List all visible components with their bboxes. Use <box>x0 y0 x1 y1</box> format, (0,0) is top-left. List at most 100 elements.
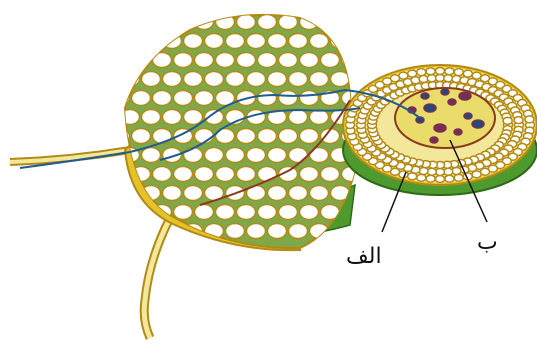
parenchyma-cell <box>247 148 266 163</box>
parenchyma-cell <box>174 53 193 68</box>
parenchyma-cell <box>195 205 214 220</box>
cortex-ring-cell <box>503 117 512 124</box>
parenchyma-cell <box>268 186 287 201</box>
parenchyma-cell <box>132 91 151 106</box>
parenchyma-cell <box>352 34 371 49</box>
parenchyma-cell <box>132 15 151 30</box>
vascular-cell <box>454 129 462 135</box>
parenchyma-cell <box>268 34 287 49</box>
parenchyma-cell <box>247 224 266 239</box>
parenchyma-cell <box>142 72 161 87</box>
parenchyma-cell <box>121 34 140 49</box>
parenchyma-cell <box>111 167 130 182</box>
parenchyma-cell <box>300 129 319 144</box>
parenchyma-cell <box>205 34 224 49</box>
cortex-ring-cell <box>417 174 426 181</box>
vascular-cell <box>464 113 472 119</box>
parenchyma-cell <box>258 91 277 106</box>
parenchyma-cell <box>237 205 256 220</box>
parenchyma-cell <box>289 34 308 49</box>
parenchyma-cell <box>195 91 214 106</box>
parenchyma-cell <box>310 72 329 87</box>
parenchyma-cell <box>331 72 350 87</box>
parenchyma-cell <box>195 53 214 68</box>
parenchyma-cell <box>174 167 193 182</box>
parenchyma-cell <box>132 129 151 144</box>
parenchyma-cell <box>174 205 193 220</box>
parenchyma-cell <box>111 53 130 68</box>
vascular-cell <box>472 120 484 128</box>
parenchyma-cell <box>310 34 329 49</box>
parenchyma-cell <box>226 224 245 239</box>
parenchyma-cell <box>237 167 256 182</box>
parenchyma-cell <box>289 186 308 201</box>
parenchyma-cell <box>247 34 266 49</box>
parenchyma-cell <box>321 53 340 68</box>
cortex-ring-cell <box>426 68 435 75</box>
cortex-ring-cell <box>445 175 454 182</box>
cortex-ring-cell <box>454 69 463 76</box>
parenchyma-cell <box>268 224 287 239</box>
parenchyma-cell <box>174 91 193 106</box>
parenchyma-cell <box>163 186 182 201</box>
parenchyma-cell <box>321 167 340 182</box>
parenchyma-cell <box>121 110 140 125</box>
parenchyma-cell <box>300 91 319 106</box>
parenchyma-cell <box>184 186 203 201</box>
parenchyma-cell <box>300 205 319 220</box>
parenchyma-cell <box>153 53 172 68</box>
parenchyma-cell <box>195 129 214 144</box>
parenchyma-cell <box>195 167 214 182</box>
parenchyma-cell <box>216 167 235 182</box>
parenchyma-cell <box>310 186 329 201</box>
vascular-cell <box>434 124 446 132</box>
vascular-cell <box>430 137 438 143</box>
parenchyma-cell <box>258 53 277 68</box>
parenchyma-cell <box>279 205 298 220</box>
parenchyma-cell <box>226 148 245 163</box>
parenchyma-cell <box>226 72 245 87</box>
parenchyma-cell <box>289 224 308 239</box>
parenchyma-cell <box>268 72 287 87</box>
parenchyma-cell <box>153 15 172 30</box>
cortex-cell-block <box>111 15 371 249</box>
vascular-cell <box>448 99 456 105</box>
parenchyma-cell <box>216 205 235 220</box>
parenchyma-cell <box>142 110 161 125</box>
parenchyma-cell <box>289 72 308 87</box>
parenchyma-cell <box>352 224 371 239</box>
vascular-cell <box>441 89 449 95</box>
cortex-ring-cell <box>454 174 463 181</box>
parenchyma-cell <box>153 167 172 182</box>
parenchyma-cell <box>121 72 140 87</box>
vascular-cell <box>424 104 436 112</box>
parenchyma-cell <box>342 15 361 30</box>
parenchyma-cell <box>163 72 182 87</box>
parenchyma-cell <box>258 167 277 182</box>
parenchyma-cell <box>163 110 182 125</box>
root-cross-section <box>343 65 537 195</box>
parenchyma-cell <box>184 72 203 87</box>
cortex-ring-cell <box>417 69 426 76</box>
parenchyma-cell <box>174 15 193 30</box>
cortex-ring-cell <box>426 175 435 182</box>
parenchyma-cell <box>205 148 224 163</box>
parenchyma-cell <box>237 15 256 30</box>
parenchyma-cell <box>300 53 319 68</box>
cortex-ring-cell <box>525 116 534 123</box>
label-a: الف <box>346 246 382 268</box>
parenchyma-cell <box>184 110 203 125</box>
parenchyma-cell <box>111 205 130 220</box>
parenchyma-cell <box>247 72 266 87</box>
parenchyma-cell <box>258 129 277 144</box>
parenchyma-cell <box>184 34 203 49</box>
parenchyma-cell <box>268 148 287 163</box>
cortex-ring-cell <box>436 68 445 75</box>
label-b: ب <box>477 232 498 254</box>
parenchyma-cell <box>300 167 319 182</box>
vascular-cell <box>459 92 471 100</box>
parenchyma-cell <box>279 53 298 68</box>
parenchyma-cell <box>310 110 329 125</box>
parenchyma-cell <box>216 53 235 68</box>
